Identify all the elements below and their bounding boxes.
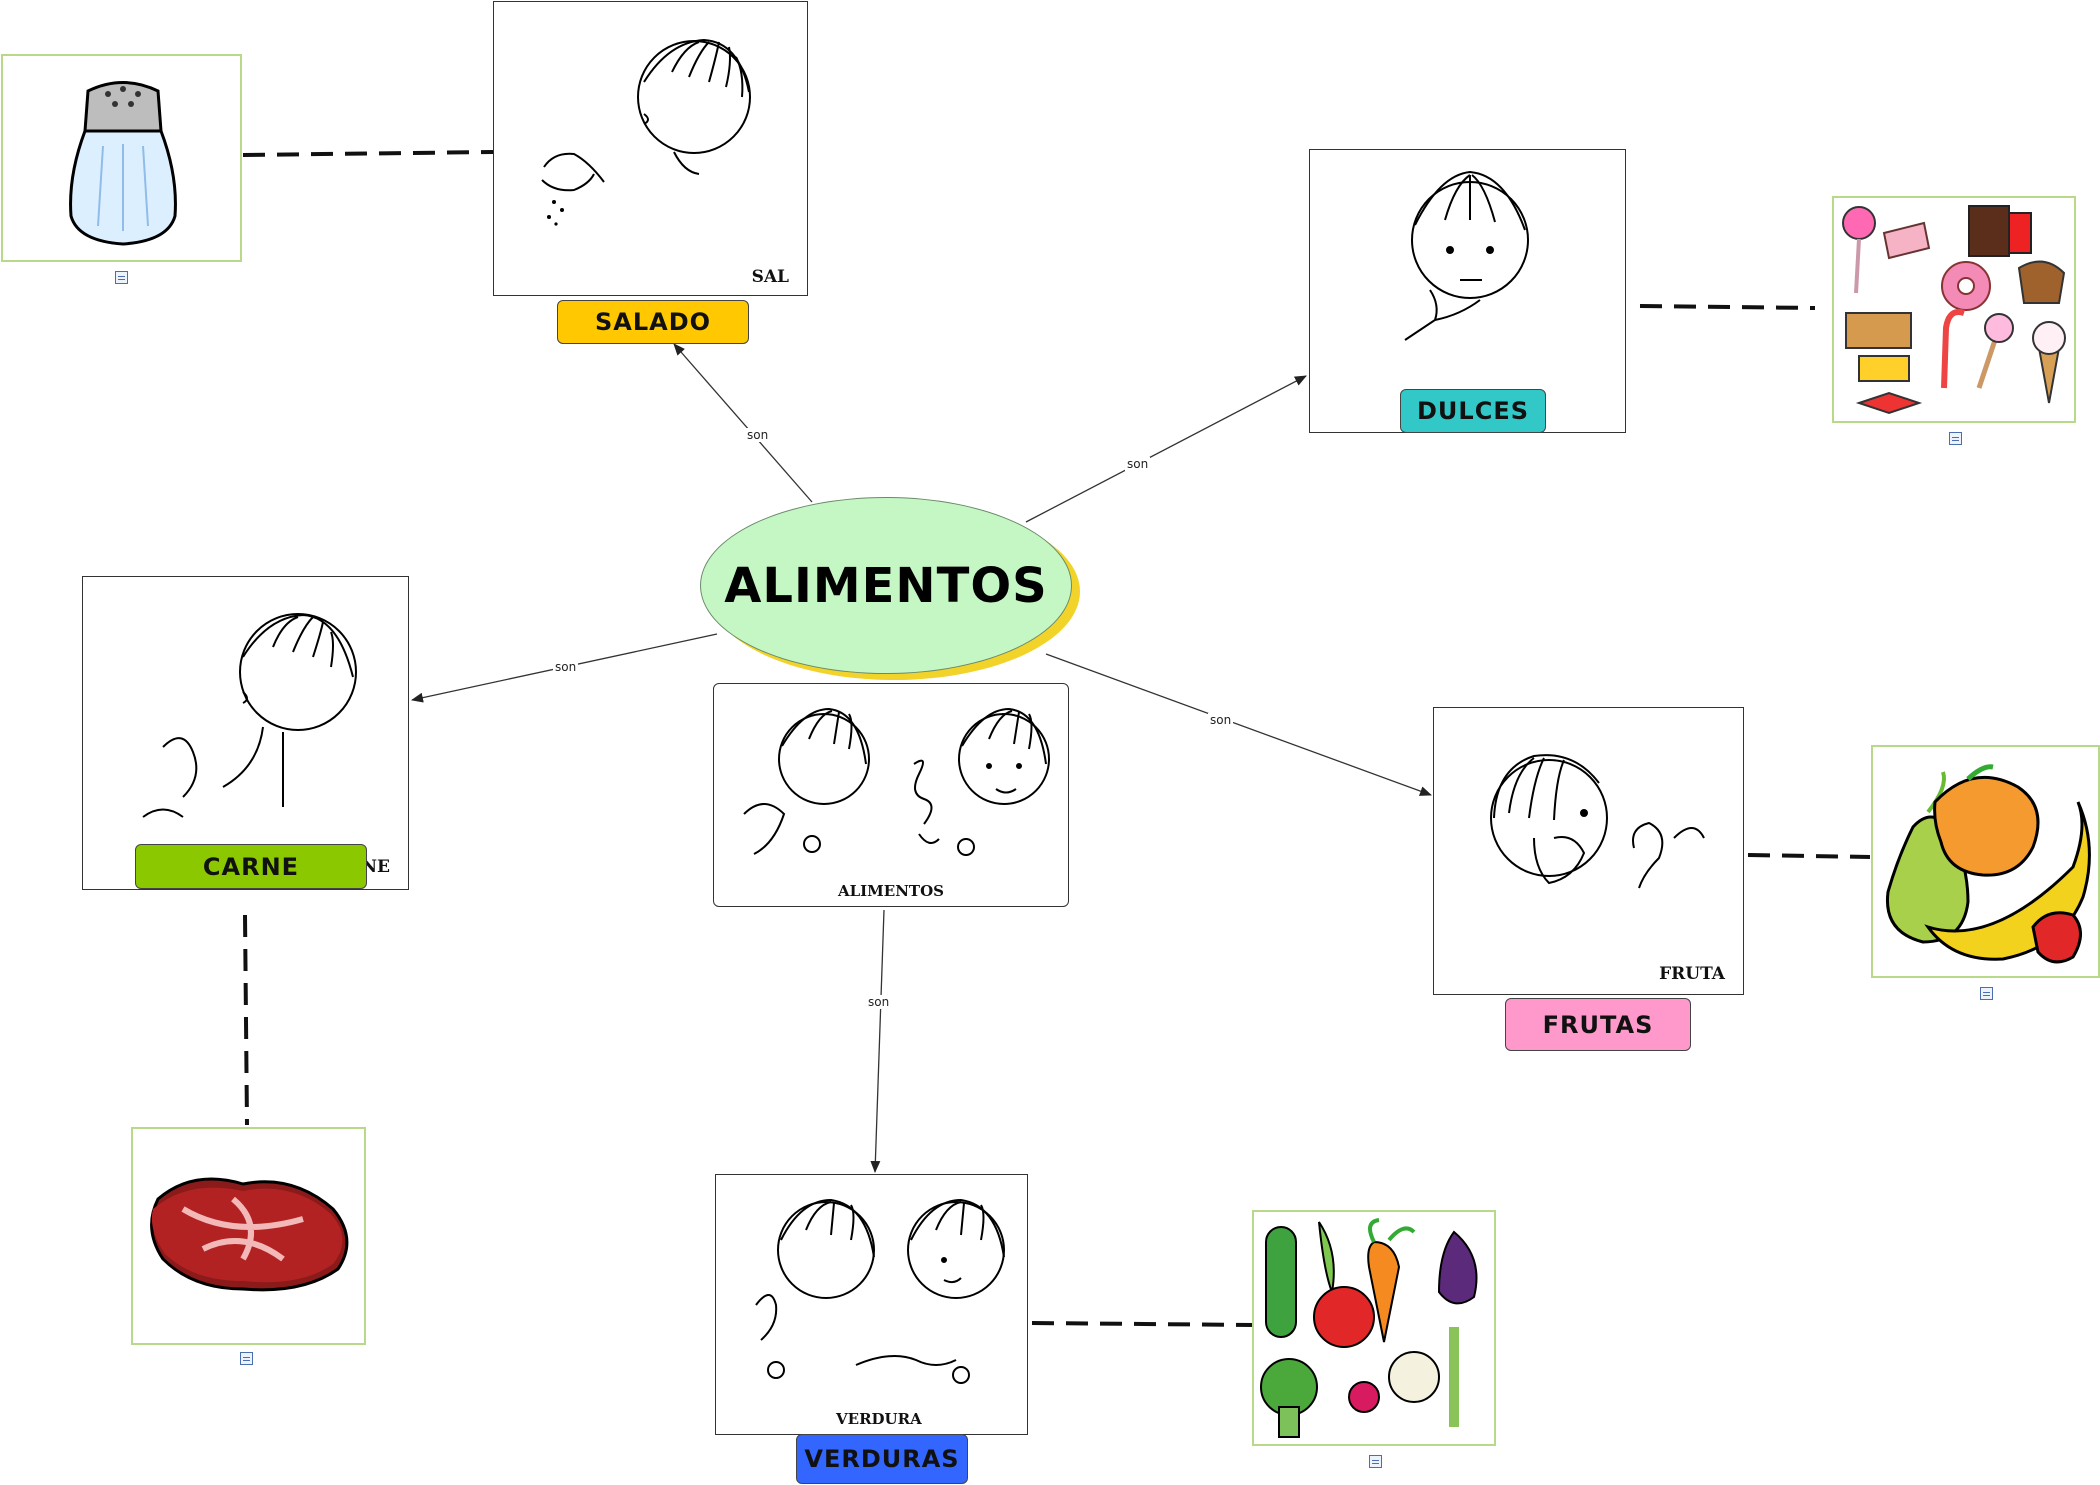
link-to-frutas <box>1045 653 1432 796</box>
sweets-icon <box>1842 205 2066 415</box>
attachment-icon[interactable] <box>1980 987 1993 1000</box>
image-salt-shaker <box>1 54 242 284</box>
attachment-icon[interactable] <box>1369 1455 1382 1468</box>
sign-vegetables-illustration <box>755 1198 1005 1384</box>
label-verduras[interactable]: VERDURAS <box>796 1434 968 1484</box>
attachment-icon[interactable] <box>1949 432 1962 445</box>
sign-card-dulces[interactable]: DULCES <box>1309 149 1626 433</box>
label-dulces[interactable]: DULCES <box>1400 389 1546 433</box>
link-to-verduras <box>870 909 885 1173</box>
central-title: ALIMENTOS <box>724 557 1048 614</box>
sign-food-illustration <box>743 707 1050 856</box>
dash-carne <box>243 914 249 1126</box>
dash-dulces <box>1639 304 1816 310</box>
attachment-icon[interactable] <box>240 1352 253 1365</box>
sign-card-carne[interactable]: NE CARNE <box>82 576 409 890</box>
sign-fruit-illustration <box>1490 754 1705 889</box>
sign-salt-illustration <box>541 38 751 226</box>
attachment-icon[interactable] <box>115 271 128 284</box>
image-steak <box>131 1127 366 1365</box>
central-topic[interactable]: ALIMENTOS <box>700 497 1080 680</box>
link-to-salado <box>673 343 813 503</box>
image-vegetables <box>1252 1210 1496 1468</box>
sign-caption-frutas: FRUTA <box>1659 964 1725 984</box>
link-to-dulces <box>1025 375 1307 523</box>
dash-salado <box>242 150 494 157</box>
salt-shaker-icon <box>69 81 177 246</box>
label-frutas[interactable]: FRUTAS <box>1505 998 1691 1051</box>
link-label-carne: son <box>553 660 579 674</box>
sign-meat-illustration <box>142 613 357 818</box>
link-label-frutas: son <box>1208 713 1234 727</box>
sign-card-alimentos[interactable]: ALIMENTOS <box>713 683 1069 907</box>
sign-caption-salado: SAL <box>751 267 789 287</box>
sign-card-frutas[interactable]: FRUTA <box>1433 707 1744 995</box>
dash-frutas <box>1747 853 1871 859</box>
sign-caption-verduras: VERDURA <box>836 1410 922 1428</box>
central-ellipse: ALIMENTOS <box>700 497 1072 674</box>
label-carne[interactable]: CARNE <box>135 844 367 889</box>
image-fruit <box>1871 745 2100 1000</box>
sign-caption-carne: NE <box>361 857 391 877</box>
sign-card-verduras[interactable]: VERDURA <box>715 1174 1028 1435</box>
sign-sweet-illustration <box>1404 170 1529 341</box>
vegetables-icon <box>1260 1218 1478 1438</box>
image-sweets <box>1832 196 2076 445</box>
link-label-verduras: son <box>866 995 892 1009</box>
dash-verduras <box>1031 1321 1255 1327</box>
steak-icon <box>150 1177 349 1292</box>
sign-caption-alimentos: ALIMENTOS <box>837 882 944 900</box>
label-salado[interactable]: SALADO <box>557 300 749 344</box>
link-label-salado: son <box>745 428 771 442</box>
link-label-dulces: son <box>1125 457 1151 471</box>
fruit-icon <box>1885 764 2091 964</box>
sign-card-salado[interactable]: SAL <box>493 1 808 296</box>
